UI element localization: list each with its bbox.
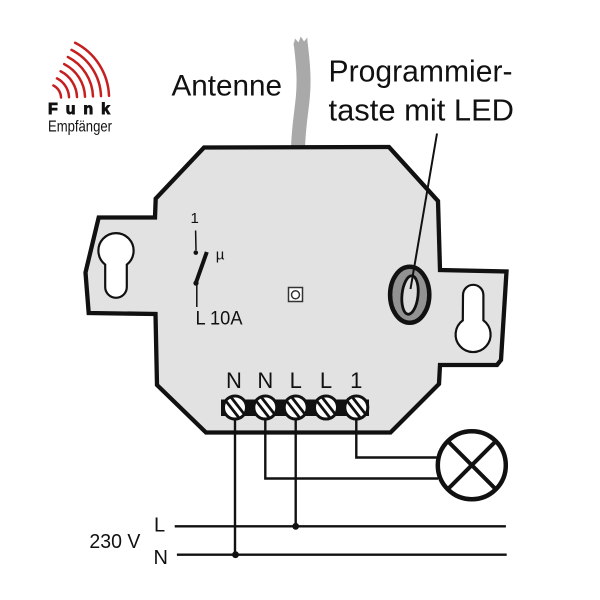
svg-text:L: L [290, 368, 302, 393]
svg-text:1: 1 [191, 210, 199, 227]
svg-text:Empfänger: Empfänger [48, 118, 112, 136]
svg-text:N: N [226, 368, 242, 393]
svg-text:taste mit LED: taste mit LED [329, 92, 515, 127]
svg-text:N: N [154, 547, 168, 569]
svg-text:Antenne: Antenne [172, 69, 283, 102]
svg-text:L 10A: L 10A [196, 309, 243, 330]
svg-text:N: N [257, 368, 273, 393]
svg-text:µ: µ [216, 246, 225, 263]
svg-text:Programmier-: Programmier- [329, 54, 513, 89]
svg-text:L: L [154, 515, 165, 537]
svg-text:230 V: 230 V [89, 531, 141, 553]
svg-text:L: L [320, 368, 332, 393]
svg-text:1: 1 [350, 368, 362, 393]
